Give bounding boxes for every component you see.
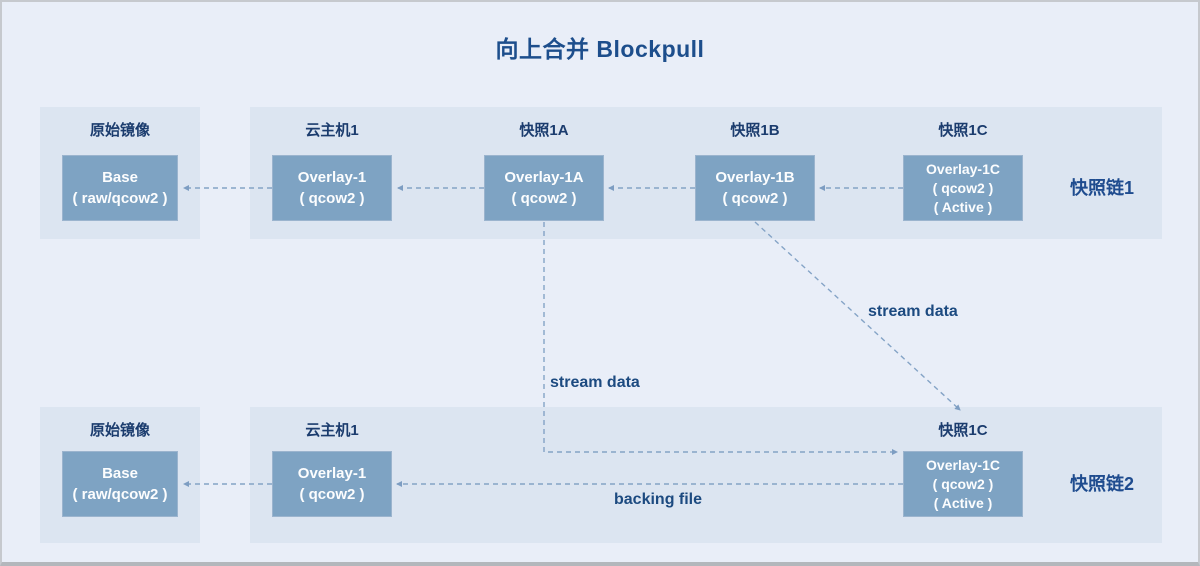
label-chain2-base: 原始镜像	[89, 422, 150, 439]
node-base-chain1: Base ( raw/qcow2 )	[62, 155, 178, 221]
node-line: Overlay-1	[297, 169, 367, 186]
page-title: 向上合并 Blockpull	[495, 36, 705, 62]
label-chain2-vm: 云主机1	[305, 422, 359, 439]
node-line: Overlay-1C	[926, 456, 1000, 473]
node-line: ( qcow2 )	[511, 190, 577, 207]
node-line: ( qcow2 )	[932, 179, 994, 196]
node-overlay1c-chain1: Overlay-1C ( qcow2 ) ( Active )	[903, 155, 1023, 221]
label-chain1-snap1c: 快照1C	[938, 122, 988, 139]
node-line: ( raw/qcow2 )	[72, 486, 168, 503]
label-chain1-base: 原始镜像	[89, 122, 150, 139]
node-line: Base	[102, 465, 138, 482]
node-line: ( qcow2 )	[299, 486, 365, 503]
node-line: ( Active )	[933, 494, 993, 511]
node-line: ( qcow2 )	[299, 190, 365, 207]
node-overlay1-chain2: Overlay-1 ( qcow2 )	[272, 451, 392, 517]
node-line: ( qcow2 )	[932, 475, 994, 492]
stream-data-label-2: stream data	[868, 303, 958, 320]
backing-file-label: backing file	[614, 491, 703, 508]
node-line: Overlay-1A	[504, 169, 584, 186]
node-line: ( Active )	[933, 198, 993, 215]
label-chain1-snap1a: 快照1A	[519, 122, 569, 139]
label-chain1-snap1b: 快照1B	[730, 122, 780, 139]
chain1-label: 快照链1	[1069, 178, 1134, 198]
node-line: Overlay-1	[297, 465, 367, 482]
label-chain1-vm: 云主机1	[305, 122, 359, 139]
node-base-chain2: Base ( raw/qcow2 )	[62, 451, 178, 517]
node-line: Base	[102, 169, 138, 186]
node-overlay1a: Overlay-1A ( qcow2 )	[484, 155, 604, 221]
node-line: ( qcow2 )	[722, 190, 788, 207]
node-overlay1-chain1: Overlay-1 ( qcow2 )	[272, 155, 392, 221]
node-overlay1b: Overlay-1B ( qcow2 )	[695, 155, 815, 221]
node-line: ( raw/qcow2 )	[72, 190, 168, 207]
node-line: Overlay-1B	[715, 169, 795, 186]
label-chain2-snap1c: 快照1C	[938, 422, 988, 439]
node-line: Overlay-1C	[926, 160, 1000, 177]
stream-data-label-1: stream data	[550, 374, 640, 391]
node-overlay1c-chain2: Overlay-1C ( qcow2 ) ( Active )	[903, 451, 1023, 517]
chain2-label: 快照链2	[1069, 474, 1134, 494]
